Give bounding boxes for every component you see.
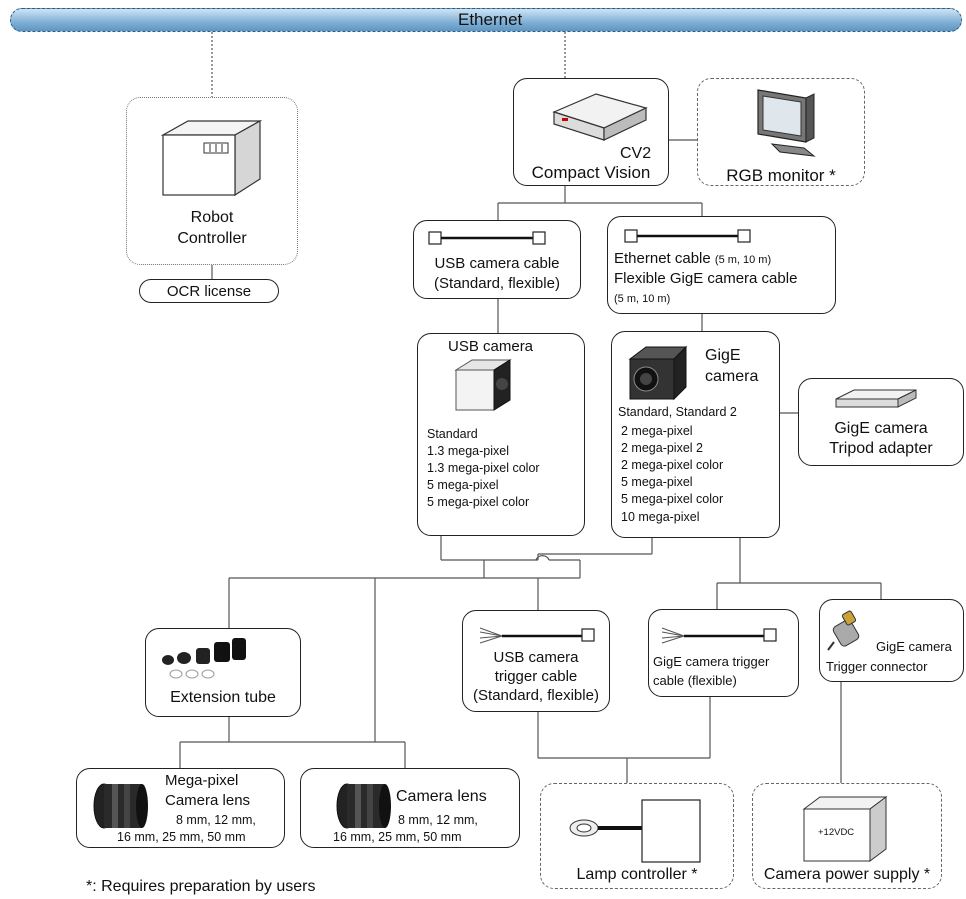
- ethernet-bus-label: Ethernet: [458, 10, 523, 29]
- power-supply-label: Camera power supply *: [763, 866, 931, 883]
- gige-camera-variant: 10 mega-pixel: [621, 510, 700, 524]
- camera-lens-line1: Camera lens: [396, 788, 487, 805]
- camera-lens-line3: 16 mm, 25 mm, 50 mm: [333, 830, 462, 844]
- usb-trigger-cable-box: [462, 610, 610, 712]
- tripod-adapter-line1: GigE camera: [834, 420, 928, 437]
- extension-tube-icon: [162, 638, 246, 679]
- usb-trigger-cable-icon: [479, 627, 595, 644]
- usb-cable-line1: USB camera cable: [434, 255, 560, 272]
- megapixel-lens-icon: [93, 783, 148, 829]
- usb-camera-variant: 1.3 mega-pixel color: [427, 461, 540, 475]
- usb-camera-variant: 1.3 mega-pixel: [427, 444, 509, 458]
- gige-camera-variant: 2 mega-pixel color: [621, 458, 724, 472]
- usb-trigger-line2: trigger cable: [494, 668, 578, 685]
- usb-trigger-line1: USB camera: [493, 649, 579, 666]
- gige-trigger-cable-line1: GigE camera trigger: [653, 654, 770, 669]
- usb-trigger-line3: (Standard, flexible): [473, 687, 599, 704]
- gige-trigger-cable-line2: cable (flexible): [653, 673, 737, 688]
- power-supply-icon: [802, 796, 888, 862]
- extension-tube-label: Extension tube: [170, 689, 276, 706]
- gige-trigger-connector-line2: Trigger connector: [826, 659, 928, 674]
- usb-camera-variant: 5 mega-pixel color: [427, 495, 530, 509]
- megapixel-lens-box: [76, 768, 285, 848]
- robot-controller-line2: Controller: [177, 230, 247, 247]
- ethernet-cable-icon: [624, 229, 751, 243]
- gige-camera-variant: 2 mega-pixel 2: [621, 441, 703, 455]
- rgb-monitor-label: RGB monitor *: [726, 166, 836, 185]
- lamp-controller-icon: [569, 799, 701, 863]
- ethernet-cable-name: Ethernet cable: [614, 250, 711, 267]
- gige-camera-icon: [628, 345, 688, 401]
- robot-controller-line1: Robot: [190, 209, 234, 226]
- megapixel-lens-line3: 8 mm, 12 mm,: [176, 813, 256, 827]
- cv2-name-label: Compact Vision: [531, 163, 651, 182]
- usb-camera-variant: 5 mega-pixel: [427, 478, 499, 492]
- ethernet-cable-length: (5 m, 10 m): [714, 254, 772, 266]
- gige-camera-variant: 5 mega-pixel color: [621, 492, 724, 506]
- cv2-device-icon: [552, 93, 648, 141]
- usb-camera-variant: Standard: [427, 427, 478, 441]
- ethernet-cable-line1: Ethernet cable (5 m, 10 m): [614, 250, 771, 267]
- gige-camera-title1: GigE: [705, 347, 741, 364]
- cv2-model-label: CV2: [620, 145, 652, 162]
- gige-camera-variant: Standard, Standard 2: [618, 405, 737, 419]
- gige-trigger-connector-line1: GigE camera: [876, 639, 952, 654]
- ethernet-cable-line2: Flexible GigE camera cable: [614, 270, 798, 287]
- megapixel-lens-line1: Mega-pixel: [165, 772, 239, 789]
- camera-lens-icon: [336, 783, 391, 829]
- monitor-icon: [757, 89, 816, 157]
- camera-lens-line2: 8 mm, 12 mm,: [398, 813, 478, 827]
- ocr-license-box: [139, 279, 279, 303]
- lamp-controller-label: Lamp controller *: [576, 866, 698, 883]
- ethernet-cable-line3: (5 m, 10 m): [614, 293, 671, 305]
- gige-trigger-cable-box: [648, 609, 799, 697]
- trigger-connector-icon: [827, 610, 860, 651]
- robot-controller-icon: [160, 119, 263, 197]
- ethernet-cable-box: [607, 216, 836, 314]
- lamp-controller-box: [540, 783, 734, 889]
- megapixel-lens-line4: 16 mm, 25 mm, 50 mm: [117, 830, 246, 844]
- power-supply-device-label: +12VDC: [818, 827, 855, 838]
- usb-cable-icon: [428, 231, 546, 245]
- usb-camera-icon: [454, 359, 512, 411]
- tripod-adapter-icon: [835, 389, 917, 408]
- megapixel-lens-line2: Camera lens: [165, 792, 251, 809]
- ocr-license-label: OCR license: [166, 283, 252, 300]
- usb-camera-title: USB camera: [448, 338, 534, 355]
- gige-camera-title2: camera: [705, 368, 759, 385]
- gige-trigger-cable-icon: [661, 627, 777, 644]
- tripod-adapter-line2: Tripod adapter: [829, 440, 933, 457]
- footnote: *: Requires preparation by users: [86, 878, 316, 895]
- gige-camera-variant: 2 mega-pixel: [621, 424, 693, 438]
- ethernet-bus: [10, 8, 962, 32]
- gige-camera-variant: 5 mega-pixel: [621, 475, 693, 489]
- usb-cable-line2: (Standard, flexible): [434, 275, 560, 292]
